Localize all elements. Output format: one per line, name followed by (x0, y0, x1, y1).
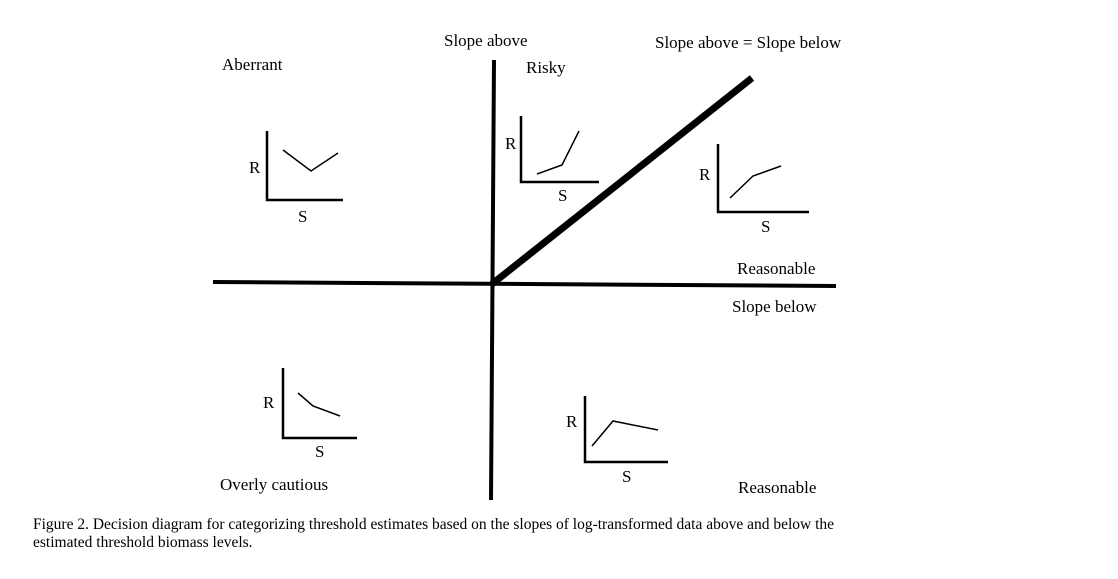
mini-plot-risky-curve (536, 130, 580, 175)
label-risky: Risky (526, 58, 566, 77)
equal-slope-line (489, 75, 755, 287)
label-overly-cautious: Overly cautious (220, 475, 329, 494)
figure-caption: Figure 2. Decision diagram for categoriz… (33, 516, 1083, 552)
figure-caption-line-2: estimated threshold biomass levels. (33, 534, 253, 551)
mini-plot-reasonable-lower-axes (583, 396, 668, 464)
mini-plot-reasonable-upper-curve (729, 165, 782, 199)
aberrant-r-label: R (249, 158, 261, 177)
mini-plot-reasonable-upper (716, 144, 809, 214)
label-aberrant: Aberrant (222, 55, 283, 74)
label-slope-below-axis: Slope below (732, 297, 817, 316)
label-reasonable-lower: Reasonable (738, 478, 817, 497)
reasonable-lower-r-label: R (566, 412, 578, 431)
label-reasonable-upper: Reasonable (737, 259, 816, 278)
slope-below-axis-line (212, 280, 837, 288)
figure-caption-line-1: Figure 2. Decision diagram for categoriz… (33, 516, 835, 533)
mini-plot-reasonable-lower (583, 396, 668, 464)
mini-plot-overly-cautious-curve (297, 392, 341, 417)
mini-plot-overly-cautious-axes (281, 368, 357, 440)
label-slope-above-axis: Slope above (444, 31, 528, 50)
overly-cautious-r-label: R (263, 393, 275, 412)
reasonable-lower-s-label: S (622, 467, 632, 486)
mini-plot-reasonable-upper-axes (716, 144, 809, 214)
mini-plot-overly-cautious (281, 368, 357, 440)
overly-cautious-s-label: S (315, 442, 325, 461)
reasonable-upper-s-label: S (761, 217, 771, 236)
mini-plot-aberrant-curve (282, 149, 339, 172)
mini-plot-aberrant-axes (265, 131, 343, 202)
mini-plot-risky (519, 116, 599, 184)
risky-s-label: S (558, 186, 568, 205)
mini-plot-reasonable-lower-curve (591, 420, 659, 447)
mini-plot-aberrant (265, 131, 343, 202)
mini-plot-risky-axes (519, 116, 599, 184)
label-equal-slope-line: Slope above = Slope below (655, 33, 842, 52)
risky-r-label: R (505, 134, 517, 153)
aberrant-s-label: S (298, 207, 308, 226)
reasonable-upper-r-label: R (699, 165, 711, 184)
